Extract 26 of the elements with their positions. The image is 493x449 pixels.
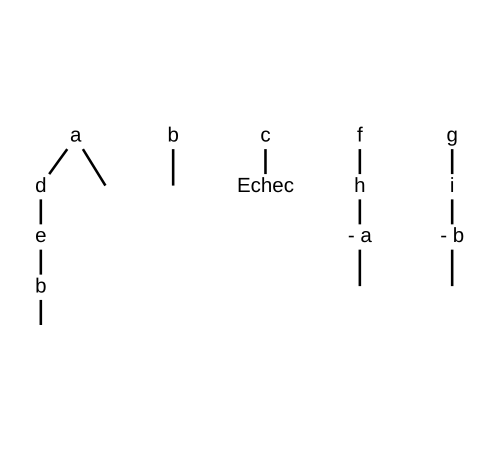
node-text: i	[450, 173, 454, 196]
node-text: g	[446, 123, 458, 146]
node-text: c	[260, 123, 271, 146]
node-text: Echec	[236, 173, 294, 196]
connector	[40, 198, 42, 224]
node-text: - a	[348, 224, 372, 247]
node-text: - b	[440, 224, 464, 247]
connector	[358, 249, 362, 286]
connector	[40, 249, 42, 274]
node-text: a	[70, 123, 82, 146]
connector	[172, 148, 174, 186]
node-text: d	[35, 173, 47, 196]
node-text: b	[35, 274, 47, 297]
connector	[40, 299, 42, 324]
node-text: h	[354, 173, 366, 196]
node-text: f	[357, 123, 363, 146]
connector	[82, 148, 106, 186]
connector	[358, 148, 362, 174]
connector	[450, 148, 454, 174]
node-text: b	[167, 123, 179, 146]
connector	[450, 249, 454, 286]
connector	[358, 198, 362, 224]
node-text: e	[35, 224, 47, 247]
connector	[450, 198, 454, 224]
connector	[48, 148, 68, 174]
connector	[264, 148, 267, 174]
